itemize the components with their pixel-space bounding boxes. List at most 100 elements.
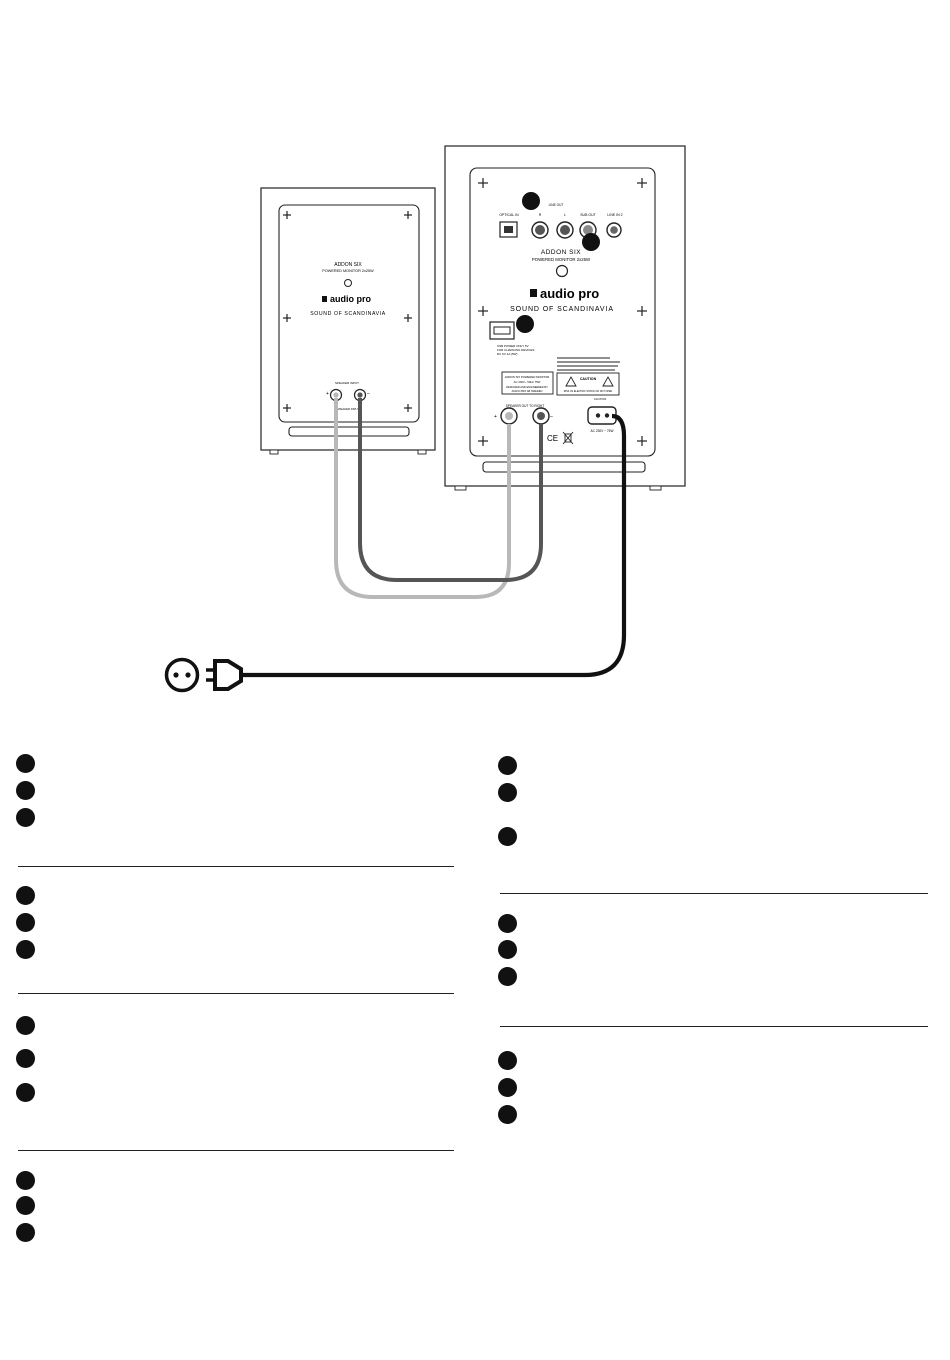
usb-label-2: FOR CHARGING DEVICES [497, 348, 534, 352]
callout-marker-icon [16, 939, 35, 959]
legend-item [16, 1195, 35, 1215]
screw-icon [478, 178, 647, 446]
legend-item [16, 1048, 35, 1068]
wall-socket-icon [164, 657, 200, 693]
callout-marker-icon [16, 780, 35, 800]
callout-marker-icon [498, 1077, 517, 1097]
weee-bin-icon [562, 431, 574, 445]
legend-item [16, 1082, 35, 1102]
legend-item [498, 913, 517, 933]
legend-item [16, 885, 35, 905]
large-plus: + [494, 414, 497, 420]
caution-warning-icon [602, 376, 614, 387]
spec-plate [501, 371, 554, 395]
callout-marker-icon [498, 913, 517, 933]
callout-usb-marker [516, 315, 534, 333]
large-brand: audio pro [540, 286, 599, 301]
small-led-icon [344, 279, 352, 287]
input-label-optical: OPTICAL IN [499, 213, 519, 217]
legend-divider [500, 893, 928, 894]
legend-item [16, 780, 35, 800]
legend-item [498, 826, 517, 846]
legend-item [498, 1077, 517, 1097]
legend-divider [18, 866, 454, 867]
ce-mark: CE [547, 434, 558, 443]
shock-warning-icon [565, 376, 577, 387]
callout-marker-icon [16, 1170, 35, 1190]
small-model: ADDON SIX [334, 262, 362, 268]
power-label: AC 230V ~ 75W [591, 429, 614, 433]
cable-minus [358, 398, 543, 582]
spec-line-4: AUDIO PRO AB SWEDEN [512, 389, 543, 393]
power-inlet[interactable] [587, 406, 617, 425]
small-subtitle: POWERED MONITOR 2x25W [322, 269, 374, 273]
large-minus: – [550, 414, 553, 420]
legend-item [16, 807, 35, 827]
legend-item [16, 1170, 35, 1190]
input-label-r: R [539, 213, 542, 217]
legend-item [16, 753, 35, 773]
large-model: ADDON SIX [541, 249, 581, 256]
caution-plate [556, 372, 620, 396]
callout-line-out-marker [522, 192, 540, 210]
legend-item [498, 966, 517, 986]
legend-item [16, 1222, 35, 1242]
callout-marker-icon [498, 966, 517, 986]
usb-label-1: USB POWER ONLY 5V [497, 344, 529, 348]
legend-divider [500, 1026, 928, 1027]
diagram-svg: ADDON SIX POWERED MONITOR 2x25W audio pr… [164, 145, 686, 693]
large-subtitle: POWERED MONITOR 2x25W [532, 257, 591, 262]
callout-marker-icon [16, 885, 35, 905]
spec-line-2: AC 230V~ 50Hz 75W [514, 380, 541, 384]
spec-line-3: DESIGNED AND ENGINEERED BY [506, 385, 548, 389]
large-speaker: LINE OUT OPTICAL IN R L SUB OUT LINE IN … [444, 145, 686, 491]
callout-marker-icon [16, 1048, 35, 1068]
screw-icon [283, 211, 412, 412]
small-speaker: ADDON SIX POWERED MONITOR 2x25W audio pr… [260, 187, 436, 455]
legend-item [498, 755, 517, 775]
callout-marker-icon [498, 826, 517, 846]
callout-marker-icon [498, 782, 517, 802]
callout-marker-icon [16, 1222, 35, 1242]
small-terminal-note: SPEAKER INPUT [337, 407, 360, 411]
legend-item [498, 782, 517, 802]
small-brand: audio pro [330, 294, 371, 304]
input-label-l: L [564, 213, 566, 217]
legend-item [16, 912, 35, 932]
legend-item [498, 1050, 517, 1070]
legend-item [16, 1015, 35, 1035]
spec-line-1: ADDON SIX POWERED MONITOR [505, 375, 550, 379]
callout-marker-icon [16, 1195, 35, 1215]
callout-marker-icon [16, 807, 35, 827]
line-out-label: LINE OUT [549, 203, 564, 207]
warning-text: CAUTION [594, 397, 607, 401]
callout-marker-icon [498, 1104, 517, 1124]
small-plus: + [326, 391, 329, 397]
callout-sub-out-marker [582, 233, 600, 251]
small-tagline: SOUND OF SCANDINAVIA [310, 311, 386, 317]
large-tagline: SOUND OF SCANDINAVIA [510, 306, 614, 313]
callout-marker-icon [498, 755, 517, 775]
callout-marker-icon [16, 753, 35, 773]
legend-item [498, 1104, 517, 1124]
legend-divider [18, 993, 454, 994]
input-label-sub: SUB OUT [580, 213, 596, 217]
power-cable [243, 413, 627, 678]
callout-marker-icon [498, 939, 517, 959]
callout-marker-icon [16, 1015, 35, 1035]
small-brand-logo-icon [322, 296, 327, 302]
large-brand-logo-icon [530, 289, 537, 297]
usb-label-3: DC 5V 1A (5W) [497, 352, 518, 356]
legend-divider [18, 1150, 454, 1151]
warning-text-block [557, 357, 620, 371]
callout-marker-icon [498, 1050, 517, 1070]
small-terminal-label: SPEAKER INPUT [335, 381, 359, 385]
caution-sub: RISK OF ELECTRIC SHOCK DO NOT OPEN [564, 390, 613, 393]
plug-icon [206, 659, 243, 691]
small-minus: – [367, 391, 370, 397]
legend-right [498, 754, 930, 1134]
legend-item [498, 939, 517, 959]
speaker-out-label: SPEAKER OUT TO RIGHT [506, 404, 545, 408]
callout-marker-icon [16, 1082, 35, 1102]
